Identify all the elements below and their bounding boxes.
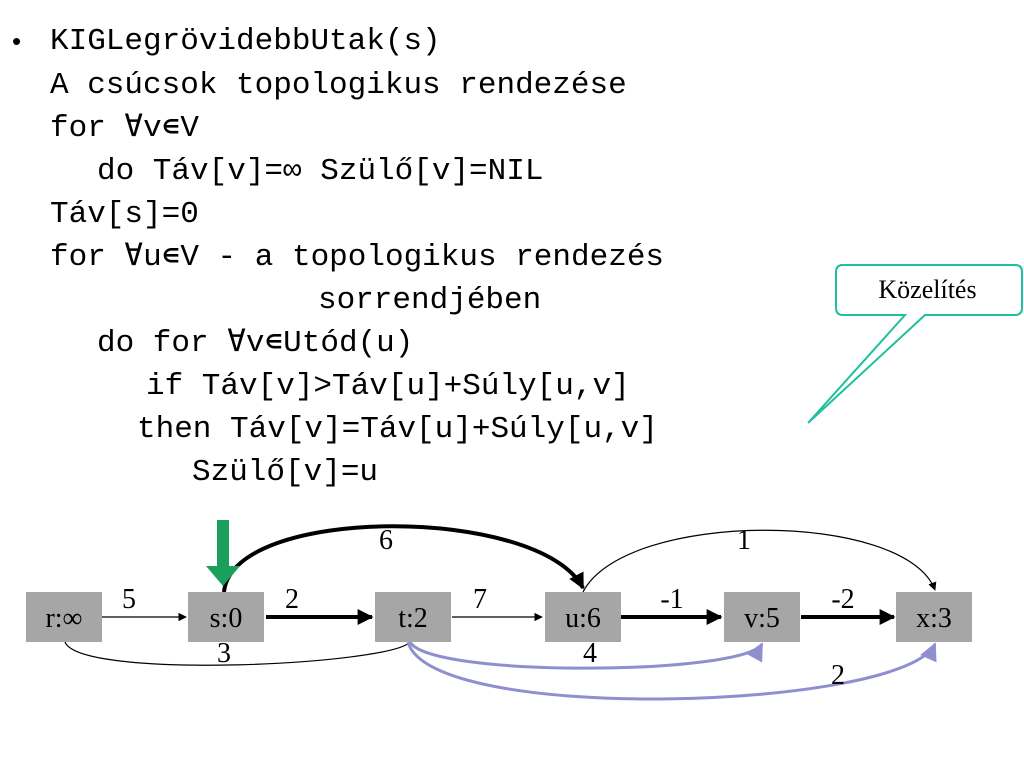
node-u-label: u:6 xyxy=(565,603,601,634)
code-line-1: KIGLegrövidebbUtak(s) xyxy=(50,24,441,59)
current-node-marker xyxy=(206,520,240,586)
weight-v-x: -2 xyxy=(831,584,854,615)
edge-u-x xyxy=(582,529,937,593)
node-v-label: v:5 xyxy=(744,603,780,634)
node-r-label: r:∞ xyxy=(45,603,82,634)
code-line-4: do Táv[v]=∞ Szülő[v]=NIL xyxy=(97,154,544,189)
code-line-9: if Táv[v]>Táv[u]+Súly[u,v] xyxy=(146,369,630,404)
weight-r-t: 3 xyxy=(217,638,231,669)
weight-t-u: 7 xyxy=(473,584,487,615)
edge-t-v xyxy=(408,641,764,670)
node-t: t:2 xyxy=(375,592,451,642)
edge-s-u xyxy=(222,524,585,593)
code-line-2: A csúcsok topologikus rendezése xyxy=(50,68,627,103)
code-line-6: for ∀u∊V - a topologikus rendezés xyxy=(50,240,665,275)
code-line-3: for ∀v∊V xyxy=(50,111,199,146)
weight-u-v: -1 xyxy=(660,584,683,615)
node-s: s:0 xyxy=(188,592,264,642)
node-r: r:∞ xyxy=(26,592,102,642)
weight-r-s: 5 xyxy=(122,584,136,615)
code-line-11: Szülő[v]=u xyxy=(192,455,379,490)
weight-s-t: 2 xyxy=(285,584,299,615)
node-x-label: x:3 xyxy=(916,603,952,634)
callout-box xyxy=(807,264,1023,424)
callout-label: Közelítés xyxy=(878,275,977,304)
edge-r-t xyxy=(64,641,411,666)
weight-t-v: 4 xyxy=(583,638,597,669)
bullet-point: • xyxy=(12,26,22,56)
pseudocode-block: • KIGLegrövidebbUtak(s) A csúcsok topolo… xyxy=(12,24,665,490)
node-t-label: t:2 xyxy=(398,603,428,634)
node-u: u:6 xyxy=(545,592,621,642)
code-line-8: do for ∀v∊Utód(u) xyxy=(97,326,414,361)
weight-t-x: 2 xyxy=(831,660,845,691)
node-x: x:3 xyxy=(896,592,972,642)
node-s-label: s:0 xyxy=(210,603,243,634)
code-line-7: sorrendjében xyxy=(318,283,542,318)
edge-t-x xyxy=(406,641,937,701)
node-v: v:5 xyxy=(724,592,800,642)
code-line-5: Táv[s]=0 xyxy=(50,197,199,232)
code-line-10: then Táv[v]=Táv[u]+Súly[u,v] xyxy=(137,412,658,447)
weight-u-x: 1 xyxy=(737,525,751,556)
weight-s-u: 6 xyxy=(379,525,393,556)
